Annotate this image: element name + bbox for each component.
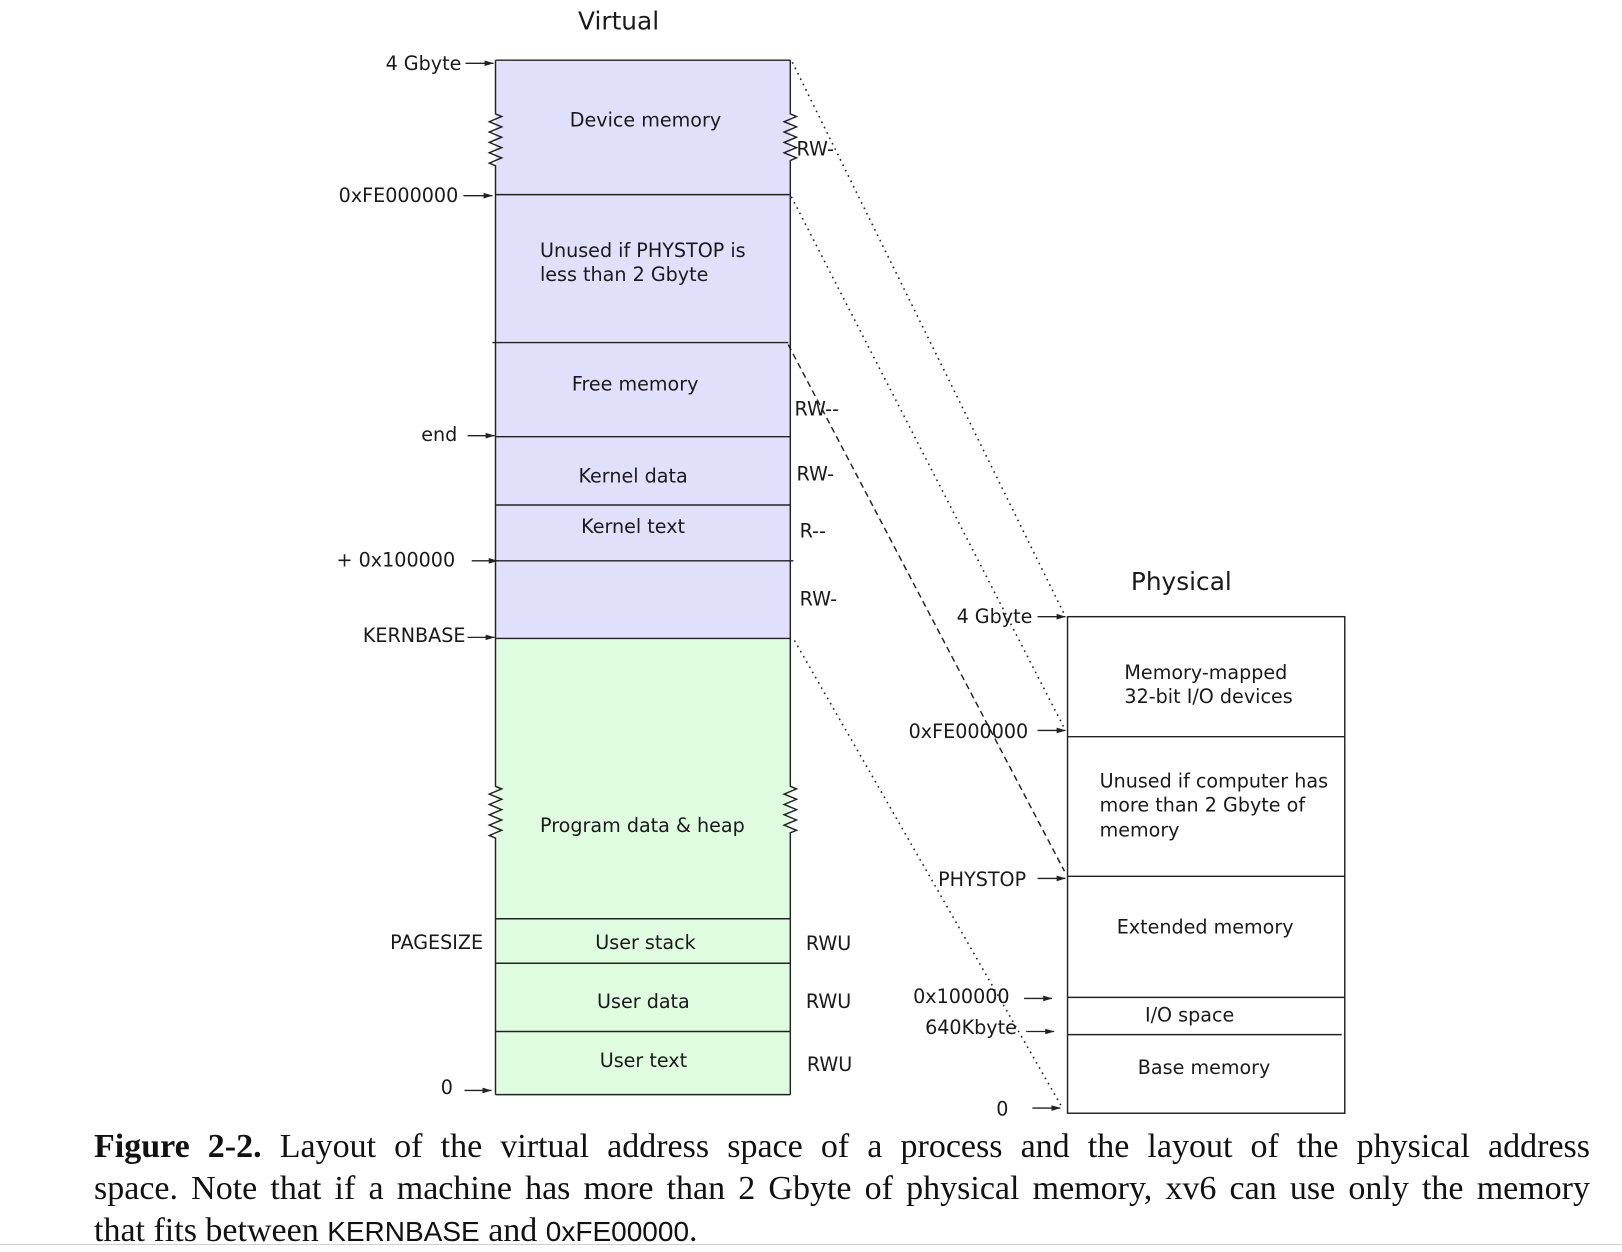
caption-line-2: space. Note that if a machine has more t… bbox=[94, 1168, 1590, 1210]
physical-region-unused-label-line1: Unused if computer has bbox=[1100, 770, 1328, 793]
caption-text-2: space. Note that if a machine has more t… bbox=[94, 1170, 1590, 1207]
caption-period: . bbox=[689, 1212, 698, 1249]
permission-user-text: RWU bbox=[807, 1053, 852, 1076]
virtual-title: Virtual bbox=[578, 6, 659, 35]
physical-address-4gbyte-label: 4 Gbyte bbox=[957, 605, 1033, 628]
mapping-line-devspace bbox=[790, 196, 1066, 729]
permission-free-memory: RW-- bbox=[794, 397, 838, 420]
region-kernel-data-label: Kernel data bbox=[578, 465, 687, 488]
mapping-line-phystop bbox=[787, 344, 1066, 872]
page-bottom-rule bbox=[0, 1244, 1622, 1245]
virtual-address-space: Virtual Device memory Unused if PHYSTOP … bbox=[337, 6, 853, 1099]
physical-box bbox=[1066, 615, 1346, 1114]
physical-region-unused-label-line2: more than 2 Gbyte of bbox=[1100, 793, 1307, 816]
virtual-address-end-label: end bbox=[421, 423, 457, 446]
physical-address-zero-label: 0 bbox=[996, 1098, 1008, 1121]
permission-low-kernel: RW- bbox=[800, 588, 838, 611]
caption-text-3a: that fits between bbox=[94, 1212, 319, 1249]
virtual-address-zero-label: 0 bbox=[441, 1076, 453, 1099]
region-free-memory-label: Free memory bbox=[572, 372, 699, 395]
kernbase-term: KERNBASE bbox=[327, 1216, 480, 1247]
devspace-term: 0xFE00000 bbox=[545, 1216, 690, 1247]
physical-address-devspace-label: 0xFE000000 bbox=[909, 720, 1029, 743]
user-space-fill bbox=[495, 638, 791, 1095]
permission-user-data: RWU bbox=[806, 990, 851, 1013]
region-user-text-label: User text bbox=[600, 1049, 688, 1072]
caption-line-3: that fits between KERNBASE and 0xFE00000… bbox=[94, 1210, 1590, 1252]
physical-region-extended-label: Extended memory bbox=[1117, 916, 1294, 939]
virtual-left-edge bbox=[487, 60, 504, 1095]
physical-title: Physical bbox=[1131, 567, 1232, 596]
kernel-space-fill bbox=[495, 60, 791, 639]
physical-region-unused-label-line3: memory bbox=[1100, 818, 1180, 841]
region-kernel-text-label: Kernel text bbox=[581, 515, 685, 538]
mapping-lines bbox=[787, 61, 1066, 1107]
physical-address-640k-label: 640Kbyte bbox=[925, 1016, 1017, 1039]
region-user-stack-label: User stack bbox=[595, 931, 696, 954]
virtual-address-4gbyte-label: 4 Gbyte bbox=[386, 52, 462, 75]
caption-text-3b: and bbox=[488, 1212, 538, 1249]
region-unused-label-line1: Unused if PHYSTOP is bbox=[540, 239, 746, 262]
permission-kernel-text: R-- bbox=[800, 519, 826, 542]
physical-region-mmio-label-line2: 32-bit I/O devices bbox=[1124, 685, 1292, 708]
caption-line-1: Figure 2-2. Layout of the virtual addres… bbox=[94, 1126, 1590, 1168]
physical-region-mmio-label-line1: Memory-mapped bbox=[1124, 661, 1287, 684]
physical-region-base-memory-label: Base memory bbox=[1138, 1056, 1271, 1079]
caption-text-1: Layout of the virtual address space of a… bbox=[279, 1128, 1591, 1165]
physical-address-extmem-label: 0x100000 bbox=[913, 985, 1010, 1008]
figure-label: Figure 2-2. bbox=[94, 1128, 262, 1165]
physical-region-io-space-label: I/O space bbox=[1145, 1003, 1234, 1026]
mapping-line-4gbyte bbox=[791, 61, 1066, 615]
permission-device-memory: RW- bbox=[797, 138, 835, 161]
region-program-heap-label: Program data & heap bbox=[540, 814, 745, 837]
virtual-address-kernbase-label: KERNBASE bbox=[363, 624, 466, 647]
physical-address-phystop-label: PHYSTOP bbox=[938, 868, 1026, 891]
region-unused-label-line2: less than 2 Gbyte bbox=[540, 263, 708, 286]
virtual-address-pagesize-label: PAGESIZE bbox=[390, 931, 483, 954]
permission-kernel-data: RW- bbox=[797, 462, 835, 485]
virtual-right-edge bbox=[782, 60, 799, 1095]
virtual-address-devspace-label: 0xFE000000 bbox=[339, 184, 459, 207]
figure-caption: Figure 2-2. Layout of the virtual addres… bbox=[94, 1126, 1590, 1252]
region-device-memory-label: Device memory bbox=[570, 109, 721, 132]
physical-address-space: Physical Memory-mapped 32-bit I/O device… bbox=[909, 567, 1346, 1121]
virtual-address-extmem-label: + 0x100000 bbox=[337, 548, 456, 571]
region-user-data-label: User data bbox=[597, 990, 690, 1013]
permission-user-stack: RWU bbox=[806, 932, 851, 955]
